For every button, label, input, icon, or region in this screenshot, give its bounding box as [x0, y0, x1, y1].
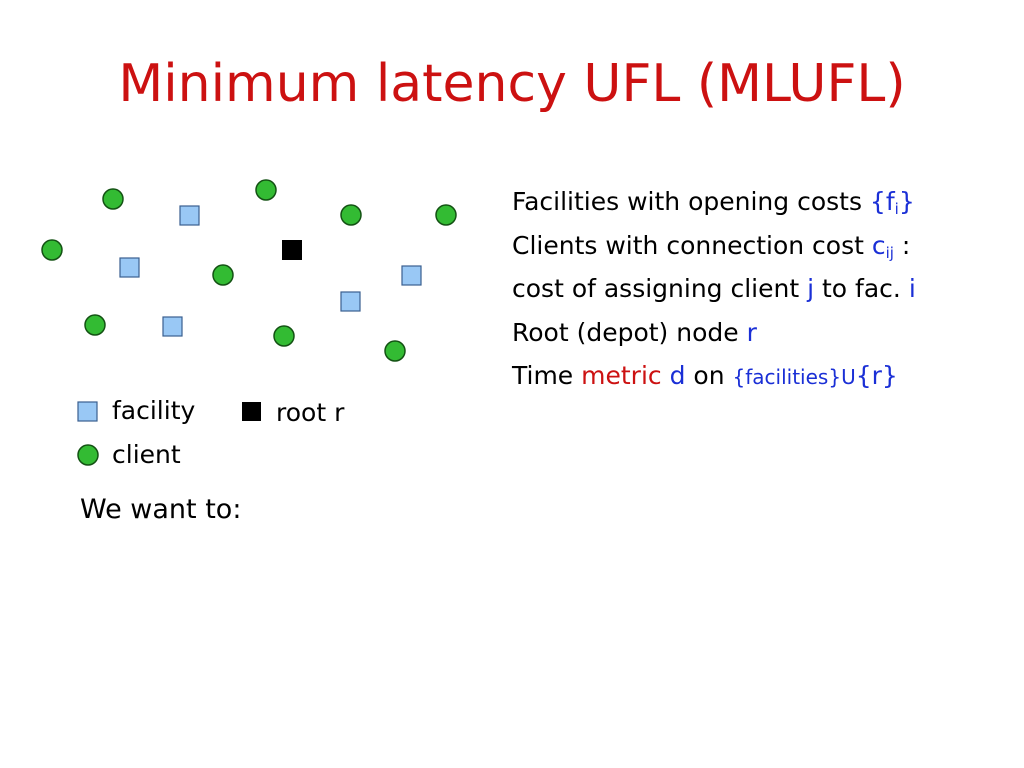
facility-node [162, 316, 183, 337]
description-line-root: Root (depot) node r [512, 317, 757, 347]
description-line-clients: Clients with connection cost cij : [512, 230, 911, 262]
client-node [255, 179, 277, 201]
description-line-metric: Time metric d on {facilities}U{r} [512, 361, 898, 390]
facility-node [401, 265, 422, 286]
facility-node [179, 205, 200, 226]
client-node [340, 204, 362, 226]
facility-node [119, 257, 140, 278]
opening-cost-symbol: {fi} [869, 187, 915, 218]
facility-node [340, 291, 361, 312]
client-node [384, 340, 406, 362]
legend-client-label: client [112, 440, 181, 469]
client-node [435, 204, 457, 226]
legend-facility-marker [77, 401, 98, 422]
legend-client-marker [77, 444, 99, 466]
client-node [102, 188, 124, 210]
description-line-assigning: cost of assigning client j to fac. i [512, 274, 916, 303]
client-node [84, 314, 106, 336]
root-node [282, 240, 302, 260]
slide-title: Minimum latency UFL (MLUFL) [118, 54, 906, 114]
legend-root-marker [242, 402, 261, 421]
client-node [212, 264, 234, 286]
description-line-facilities: Facilities with opening costs {fi} [512, 187, 915, 218]
client-node [41, 239, 63, 261]
we-want-to-text: We want to: [80, 494, 242, 525]
connection-cost-symbol: cij [871, 230, 894, 262]
description-block: Facilities with opening costs {fi} Clien… [512, 180, 916, 400]
client-node [273, 325, 295, 347]
legend-root-label: root r [276, 398, 345, 427]
legend-facility-label: facility [112, 396, 196, 425]
